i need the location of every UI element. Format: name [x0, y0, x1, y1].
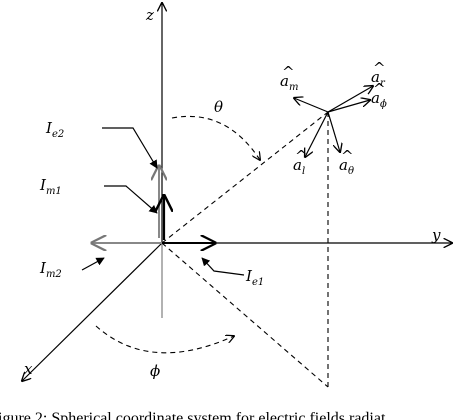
label-Ie1: Ie1	[245, 267, 264, 288]
unit-vector-am	[294, 98, 329, 113]
x-axis	[22, 242, 163, 381]
label-am: ^ am	[280, 63, 298, 93]
svg-text:al: al	[293, 156, 305, 177]
theta-arc	[171, 115, 260, 160]
label-ar: ^ ar	[371, 59, 386, 89]
svg-text:ar: ar	[371, 68, 386, 89]
pointer-Ie1	[201, 257, 245, 276]
svg-text:aϕ: aϕ	[371, 89, 387, 110]
hat-aphi: ^	[373, 80, 386, 98]
y-axis-label: y	[431, 226, 441, 244]
figure-caption: igure 2: Spherical coordinate system for…	[0, 410, 386, 420]
z-axis-label: z	[145, 6, 154, 24]
hat-atheta: ^	[341, 147, 354, 165]
pointer-Ie2	[102, 127, 158, 169]
label-atheta: ^ aθ	[339, 147, 354, 177]
label-Ie2: Ie2	[45, 119, 64, 140]
hat-am: ^	[282, 63, 295, 81]
pointer-Im2	[81, 257, 105, 271]
x-axis-label: x	[24, 360, 33, 378]
hat-al: ^	[295, 147, 308, 165]
svg-text:am: am	[280, 72, 298, 93]
theta-label: θ	[214, 98, 223, 116]
phi-label: ϕ	[150, 362, 160, 380]
label-Im2: Im2	[39, 259, 62, 280]
unit-vector-atheta	[327, 111, 340, 152]
unit-vector-al	[305, 111, 329, 157]
label-Im1: Im1	[39, 176, 62, 197]
unit-vector-ar	[327, 86, 373, 113]
unit-vector-aphi	[327, 100, 370, 113]
label-al: ^ al	[293, 147, 308, 177]
phi-arc	[95, 325, 234, 354]
hat-ar: ^	[373, 59, 386, 77]
pointer-Im1	[104, 185, 158, 214]
svg-text:aθ: aθ	[339, 156, 354, 177]
radius-line	[161, 111, 329, 244]
projection-ground	[161, 242, 329, 388]
label-aphi: ^ aϕ	[371, 80, 387, 110]
